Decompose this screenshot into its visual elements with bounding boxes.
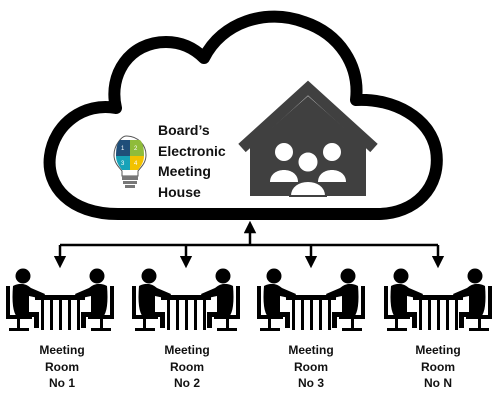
meeting-room-3-icon <box>257 268 365 331</box>
title-line-4: House <box>158 183 201 200</box>
room-label-3: Meeting Room No 3 <box>256 342 366 392</box>
bulb-badge-4: 4 <box>134 161 138 167</box>
title-line-3: Meeting <box>158 163 211 179</box>
room-label-1: Meeting Room No 1 <box>7 342 117 392</box>
room-label-line: Room <box>45 359 79 374</box>
room-label-line: No 2 <box>173 376 200 390</box>
room-label-n: Meeting Room No N <box>383 342 493 392</box>
meeting-room-2-icon <box>132 268 240 331</box>
puzzle-lightbulb-icon: 1 2 3 4 <box>113 135 147 188</box>
bulb-badge-3: 3 <box>121 161 125 167</box>
room-label-line: No N <box>424 376 452 390</box>
house-with-people-icon <box>238 80 378 197</box>
room-label-line: Meeting <box>164 343 210 357</box>
room-connectors <box>53 220 445 269</box>
room-label-2: Meeting Room No 2 <box>132 342 242 392</box>
room-label-line: No 1 <box>48 376 75 390</box>
room-label-line: Meeting <box>415 343 461 357</box>
cloud-title: Board’s Electronic Meeting House <box>158 120 278 202</box>
bulb-badge-2: 2 <box>134 146 138 152</box>
title-line-1: Board’s <box>158 122 210 138</box>
room-label-line: Room <box>421 359 455 374</box>
room-label-line: Meeting <box>39 343 85 357</box>
room-label-line: Room <box>170 359 204 374</box>
room-label-line: Room <box>294 359 328 374</box>
room-label-line: Meeting <box>288 343 334 357</box>
title-line-2: Electronic <box>158 142 226 159</box>
meeting-room-n-icon <box>384 268 492 331</box>
meeting-room-1-icon <box>6 268 114 331</box>
room-label-line: No 3 <box>297 376 324 390</box>
bulb-badge-1: 1 <box>121 146 125 152</box>
